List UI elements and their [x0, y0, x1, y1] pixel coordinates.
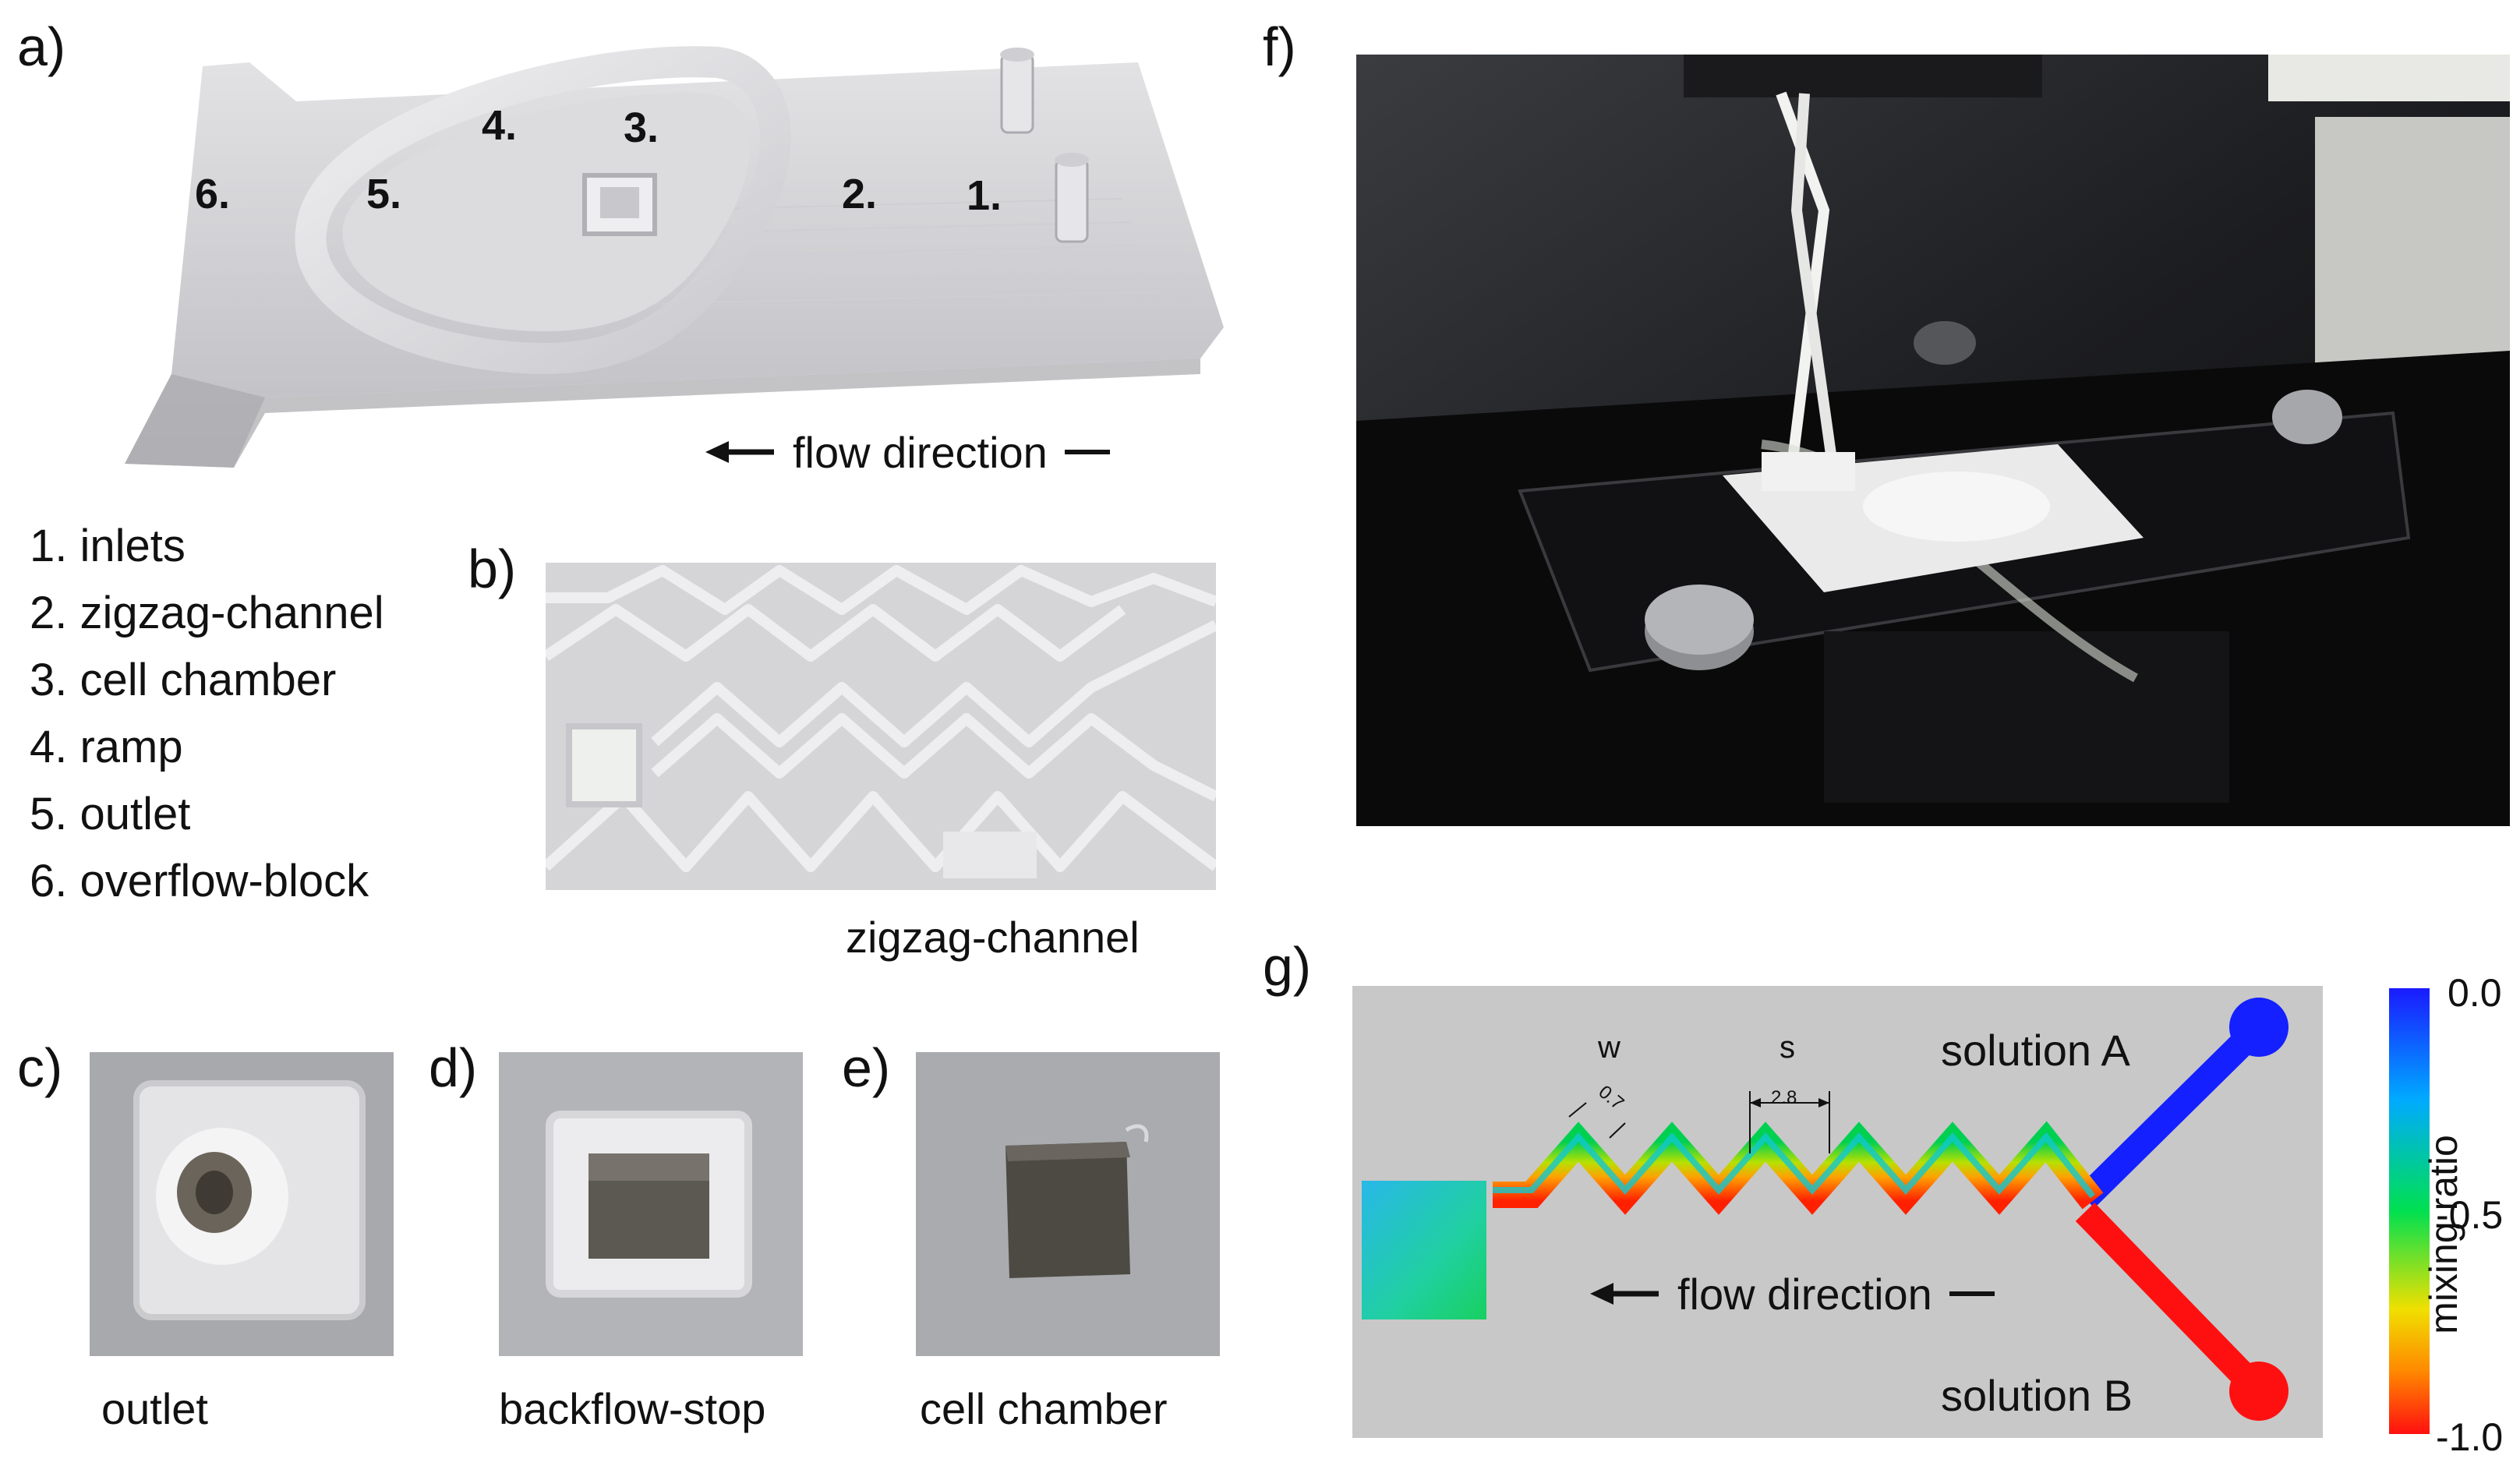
- panel-label-b: b): [468, 539, 517, 599]
- backflow-stop-photo: [499, 1052, 803, 1356]
- device-number-3: 3.: [624, 104, 659, 151]
- colorbar-tick-mid: -0.5: [2436, 1193, 2504, 1237]
- width-label: w: [1598, 1030, 1621, 1065]
- device-number-5: 5.: [366, 171, 402, 217]
- colorbar-tick-1: -1.0: [2436, 1415, 2504, 1459]
- colorbar: [2389, 988, 2430, 1434]
- component-legend: 1. inlets 2. zigzag-channel 3. cell cham…: [30, 513, 384, 915]
- microscope-setup-photo: [1356, 55, 2510, 826]
- left-arrow-icon: [705, 441, 774, 463]
- device-number-1: 1.: [967, 172, 1002, 219]
- device-number-4: 4.: [482, 102, 518, 149]
- solution-a-label: solution A: [1941, 1026, 2130, 1075]
- flow-dash: [1064, 450, 1110, 454]
- flow-direction-label: flow direction: [1677, 1269, 1932, 1319]
- device-number-2: 2.: [842, 171, 878, 217]
- legend-item-ramp: 4. ramp: [30, 722, 183, 772]
- spacing-label: s: [1780, 1030, 1795, 1065]
- panel-label-f: f): [1263, 16, 1296, 77]
- cell-chamber-photo: [916, 1052, 1220, 1356]
- legend-item-outlet: 5. outlet: [30, 789, 191, 839]
- flow-direction-a: flow direction: [705, 425, 1110, 479]
- panel-label-g: g): [1263, 936, 1312, 997]
- panel-label-d: d): [429, 1037, 478, 1098]
- mixing-simulation: [1352, 986, 2323, 1438]
- solution-b-label: solution B: [1941, 1371, 2133, 1420]
- device-number-6: 6.: [195, 171, 231, 217]
- panel-label-e: e): [842, 1037, 891, 1098]
- legend-item-zigzag: 2. zigzag-channel: [30, 588, 384, 638]
- legend-item-overflow-block: 6. overflow-block: [30, 856, 369, 906]
- left-arrow-icon: [1590, 1283, 1659, 1305]
- outlet-photo: [90, 1052, 394, 1356]
- legend-item-inlets: 1. inlets: [30, 521, 186, 571]
- legend-item-cell-chamber: 3. cell chamber: [30, 655, 337, 705]
- flow-direction-label: flow direction: [793, 427, 1048, 477]
- flow-direction-g: flow direction: [1590, 1266, 1995, 1321]
- caption-backflow-stop: backflow-stop: [499, 1384, 766, 1433]
- panel-label-a: a): [17, 16, 66, 77]
- flow-dash: [1949, 1291, 1995, 1296]
- caption-outlet: outlet: [101, 1384, 208, 1433]
- panel-label-c: c): [17, 1037, 63, 1098]
- zigzag-photo: [546, 563, 1216, 890]
- colorbar-title: mixing ratio: [2422, 1135, 2465, 1334]
- caption-cell-chamber: cell chamber: [920, 1384, 1168, 1433]
- caption-zigzag-channel: zigzag-channel: [846, 913, 1140, 962]
- colorbar-tick-0: 0.0: [2448, 971, 2502, 1015]
- spacing-value: 2.8: [1771, 1087, 1797, 1108]
- device-photo: [109, 31, 1232, 491]
